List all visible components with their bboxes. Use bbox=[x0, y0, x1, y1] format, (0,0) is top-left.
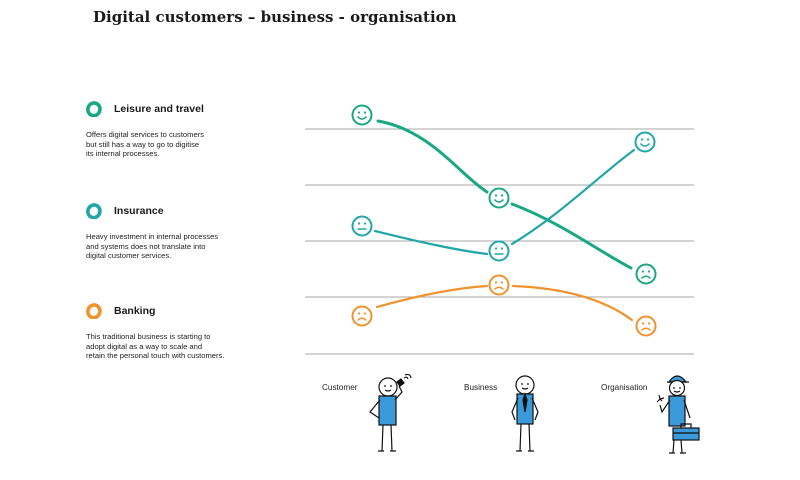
insurance-badge-icon bbox=[86, 203, 102, 219]
leisure-customer-happy-face-icon bbox=[351, 104, 373, 126]
leisure-badge-icon bbox=[86, 101, 102, 117]
leisure-curve-1 bbox=[376, 119, 489, 194]
leisure-organisation-sad-face-icon bbox=[635, 263, 657, 285]
banking-customer-sad-face-icon bbox=[351, 305, 373, 327]
sector-description: Heavy investment in internal processes a… bbox=[86, 232, 219, 261]
column-label-business: Business bbox=[464, 383, 498, 392]
banking-organisation-sad-face-icon bbox=[635, 315, 657, 337]
banking-curve-2 bbox=[511, 284, 634, 322]
sector-banking: Banking This traditional business is sta… bbox=[86, 302, 286, 361]
banking-business-sad-face-icon bbox=[488, 274, 510, 296]
page-title: Digital customers – business - organisat… bbox=[93, 8, 457, 26]
column-label-organisation: Organisation bbox=[601, 383, 648, 392]
insurance-curve-1 bbox=[373, 229, 489, 256]
insurance-organisation-happy-face-icon bbox=[634, 131, 656, 153]
sector-description: Offers digital services to customers but… bbox=[86, 130, 205, 159]
leisure-business-happy-face-icon bbox=[488, 187, 510, 209]
banking-curve-1 bbox=[375, 284, 489, 309]
banking-badge-icon bbox=[86, 303, 102, 319]
sector-name: Banking bbox=[114, 305, 156, 317]
worker-with-toolbox-icon bbox=[656, 375, 700, 454]
person-with-tie-icon bbox=[511, 375, 539, 452]
sector-name: Insurance bbox=[114, 205, 164, 217]
column-label-customer: Customer bbox=[322, 383, 358, 392]
insurance-customer-neutral-face-icon bbox=[351, 215, 373, 237]
leisure-curve-2 bbox=[510, 202, 633, 270]
person-on-phone-icon bbox=[369, 373, 412, 452]
insurance-business-neutral-face-icon bbox=[488, 240, 510, 262]
sector-description: This traditional business is starting to… bbox=[86, 332, 225, 361]
sector-leisure: Leisure and travel Offers digital servic… bbox=[86, 100, 286, 159]
sector-name: Leisure and travel bbox=[114, 103, 204, 115]
sector-insurance: Insurance Heavy investment in internal p… bbox=[86, 202, 286, 261]
insurance-curve-2 bbox=[510, 148, 636, 246]
